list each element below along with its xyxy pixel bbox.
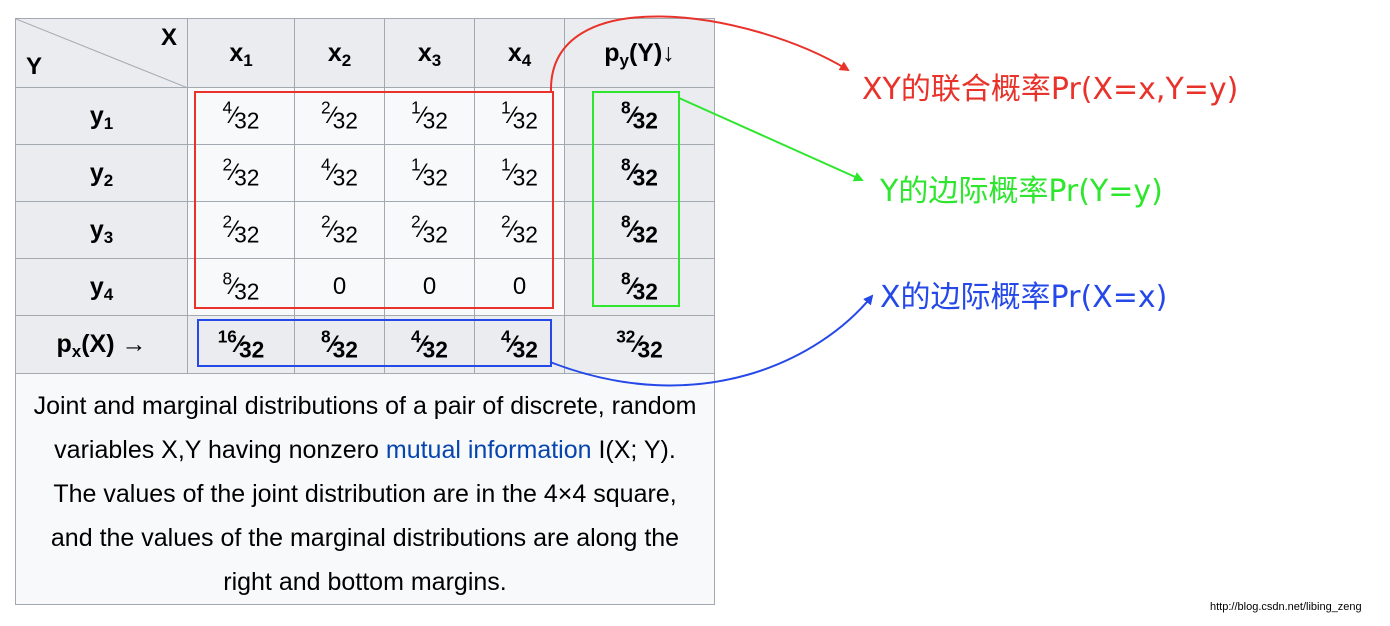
corner-y-label: Y [26,53,43,80]
row-header-y4: y4 [15,258,188,316]
marginal-y-cell-1: 8⁄32 [564,87,715,145]
joint-arrow [549,15,850,93]
row-header-y3: y3 [15,201,188,259]
col-header-x4: x4 [474,18,565,88]
marginal-x-header: px(X) → [15,315,188,374]
joint-cell-1-4: 1⁄32 [474,87,565,145]
row-header-y2: y2 [15,144,188,202]
corner-diagonal [16,19,188,88]
marginal-y-highlight-box [592,91,680,307]
marginal-x-arrow [549,294,874,387]
col-header-x1: x1 [187,18,295,88]
joint-cell-3-2: 2⁄32 [294,201,385,259]
corner-header: X Y [15,18,188,88]
joint-cell-4-3: 0 [384,258,475,316]
joint-cell-1-2: 2⁄32 [294,87,385,145]
marginal-x-cell-3: 4⁄32 [384,315,475,374]
row-header-y1: y1 [15,87,188,145]
marginal-y-annotation: Y的边际概率Pr(Y=y) [880,174,1163,209]
marginal-x-cell-2: 8⁄32 [294,315,385,374]
joint-cell-4-1: 8⁄32 [187,258,295,316]
marginal-x-annotation: X的边际概率Pr(X=x) [880,280,1168,315]
joint-cell-1-3: 1⁄32 [384,87,475,145]
marginal-x-cell-4: 4⁄32 [474,315,565,374]
marginal-x-highlight-box [197,319,552,367]
joint-distribution-table: X Y x1 x2 x3 x4 py(Y)↓ y1 4⁄32 2⁄32 1⁄32… [15,18,715,605]
corner-x-label: X [160,24,177,51]
joint-cell-3-1: 2⁄32 [187,201,295,259]
joint-cell-2-3: 1⁄32 [384,144,475,202]
joint-cell-2-4: 1⁄32 [474,144,565,202]
joint-highlight-box [194,91,554,309]
mutual-information-link[interactable]: mutual information [385,436,592,464]
joint-cell-3-4: 2⁄32 [474,201,565,259]
joint-cell-2-2: 4⁄32 [294,144,385,202]
marginal-y-arrow [678,97,864,182]
caption-text-2: I(X; Y). The values of the joint distrib… [50,436,680,596]
total-cell: 32⁄32 [564,315,715,374]
joint-cell-2-1: 2⁄32 [187,144,295,202]
caption-text-1: Joint and marginal distributions of a pa… [33,392,697,464]
marginal-y-cell-2: 8⁄32 [564,144,715,202]
joint-cell-1-1: 4⁄32 [187,87,295,145]
source-credit: http://blog.csdn.net/libing_zeng [1210,601,1362,613]
marginal-y-cell-3: 8⁄32 [564,201,715,259]
joint-cell-4-4: 0 [474,258,565,316]
table-caption: Joint and marginal distributions of a pa… [15,373,715,605]
joint-annotation: XY的联合概率Pr(X=x,Y=y) [862,72,1239,107]
col-header-x3: x3 [384,18,475,88]
joint-cell-4-2: 0 [294,258,385,316]
